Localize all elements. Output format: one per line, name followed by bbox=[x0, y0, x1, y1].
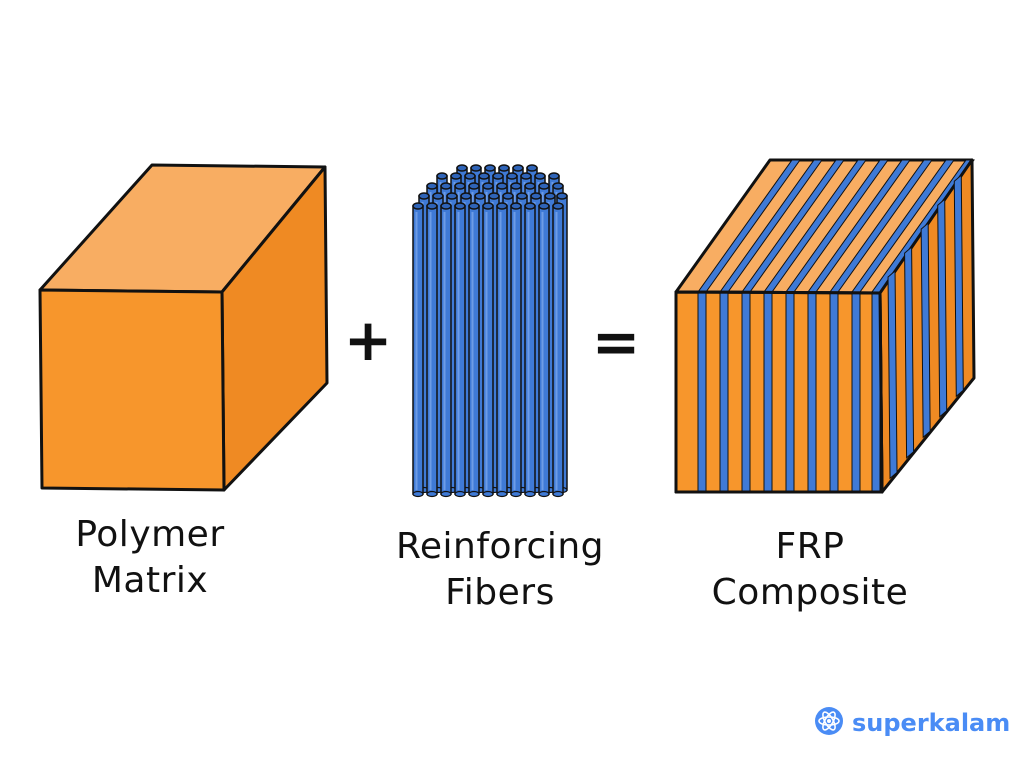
label-line: Matrix bbox=[91, 560, 209, 601]
composite-fiber-strip bbox=[741, 292, 751, 492]
label-line: Polymer bbox=[75, 514, 225, 555]
composite-fiber-strip bbox=[953, 174, 964, 398]
composite-fiber-strip bbox=[851, 292, 861, 492]
frp-composite-block bbox=[674, 158, 976, 494]
matrix-front-face bbox=[38, 288, 226, 492]
atom-icon bbox=[814, 706, 844, 740]
fiber-rod bbox=[426, 202, 438, 498]
composite-fiber-strip bbox=[785, 292, 795, 492]
fiber-rod bbox=[524, 202, 536, 498]
equals-sign: = bbox=[592, 308, 641, 376]
composite-front-fibers bbox=[697, 292, 881, 492]
fiber-rod bbox=[468, 202, 480, 498]
composite-fiber-strip bbox=[887, 269, 898, 480]
plus-sign: + bbox=[344, 306, 393, 374]
composite-fiber-strip bbox=[904, 246, 915, 459]
label-line: Composite bbox=[711, 572, 909, 613]
fiber-rod bbox=[496, 202, 508, 498]
composite-front-face bbox=[674, 290, 884, 494]
composite-fiber-strip bbox=[763, 292, 773, 492]
fiber-rod bbox=[454, 202, 466, 498]
brand-logo: superkalam bbox=[814, 706, 1010, 740]
fiber-rod bbox=[552, 202, 564, 498]
composite-fiber-strip bbox=[920, 222, 931, 439]
polymer-matrix-block bbox=[38, 163, 329, 492]
composite-front-outline bbox=[674, 290, 884, 494]
composite-fiber-strip bbox=[807, 292, 817, 492]
fiber-bundle bbox=[412, 164, 568, 498]
fiber-rod bbox=[412, 202, 424, 498]
label-line: FRP bbox=[775, 526, 845, 567]
label-polymer-matrix: Polymer Matrix bbox=[40, 512, 260, 604]
fiber-rod bbox=[510, 202, 522, 498]
label-line: Fibers bbox=[445, 572, 555, 613]
fiber-rod bbox=[482, 202, 494, 498]
label-reinforcing-fibers: Reinforcing Fibers bbox=[365, 524, 635, 616]
composite-fiber-strip bbox=[697, 292, 707, 492]
composite-side-fibers bbox=[887, 174, 964, 480]
label-line: Reinforcing bbox=[395, 526, 605, 567]
fiber-rod bbox=[538, 202, 550, 498]
composite-fiber-strip bbox=[937, 198, 948, 418]
composite-fiber-strip bbox=[829, 292, 839, 492]
fiber-rod bbox=[440, 202, 452, 498]
composite-fiber-strip bbox=[719, 292, 729, 492]
label-frp-composite: FRP Composite bbox=[690, 524, 930, 616]
brand-name: superkalam bbox=[852, 709, 1011, 737]
